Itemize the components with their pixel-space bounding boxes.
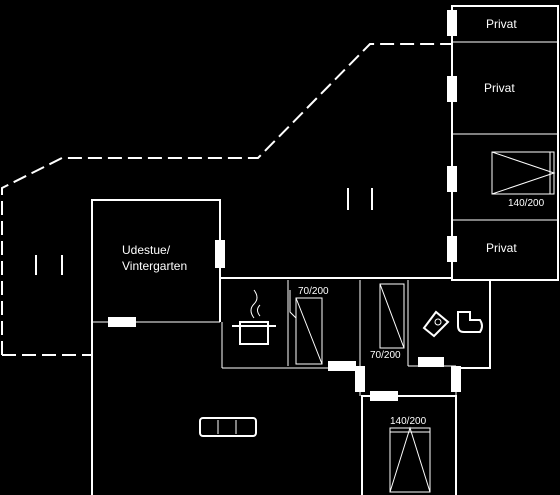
door-privat-middle bbox=[447, 76, 457, 102]
door-corridor-right bbox=[451, 366, 461, 392]
door-privat-lower bbox=[447, 236, 457, 262]
bath-wall bbox=[452, 279, 491, 369]
sofa-icon bbox=[199, 417, 257, 437]
room-label-udestue-line1: Udestue/ bbox=[122, 243, 171, 257]
bed-size-utility-right: 70/200 bbox=[370, 350, 401, 361]
door-privat-top bbox=[447, 10, 457, 36]
window-terrace bbox=[35, 255, 63, 275]
bed-utility-right-icon bbox=[379, 283, 405, 349]
door-corridor-left bbox=[355, 366, 365, 392]
door-bottom-bedroom bbox=[370, 391, 398, 401]
door-udestue-main bbox=[108, 317, 136, 327]
window-living bbox=[347, 188, 373, 210]
stove-icon bbox=[232, 289, 276, 345]
bed-right-icon bbox=[491, 151, 556, 195]
door-bedroom-right bbox=[447, 166, 457, 192]
terrace-outline bbox=[0, 43, 452, 355]
bed-size-bottom: 140/200 bbox=[390, 416, 427, 427]
right-wing-wall bbox=[451, 5, 559, 281]
bottom-bedroom-wall bbox=[361, 395, 457, 495]
toilet-icon bbox=[457, 311, 483, 333]
door-bath bbox=[418, 357, 444, 367]
room-label-privat-top: Privat bbox=[486, 17, 517, 31]
bed-bottom-icon bbox=[389, 426, 431, 493]
door-udestue bbox=[215, 240, 225, 268]
room-label-privat-middle: Privat bbox=[484, 81, 515, 95]
room-label-privat-lower: Privat bbox=[486, 241, 517, 255]
sink-icon bbox=[422, 310, 450, 338]
bed-utility-left-icon bbox=[289, 290, 323, 365]
bed-size-utility-left: 70/200 bbox=[298, 286, 329, 297]
room-label-udestue-line2: Vintergarten bbox=[122, 259, 187, 273]
door-utility bbox=[328, 361, 356, 371]
bed-size-right: 140/200 bbox=[508, 198, 545, 209]
